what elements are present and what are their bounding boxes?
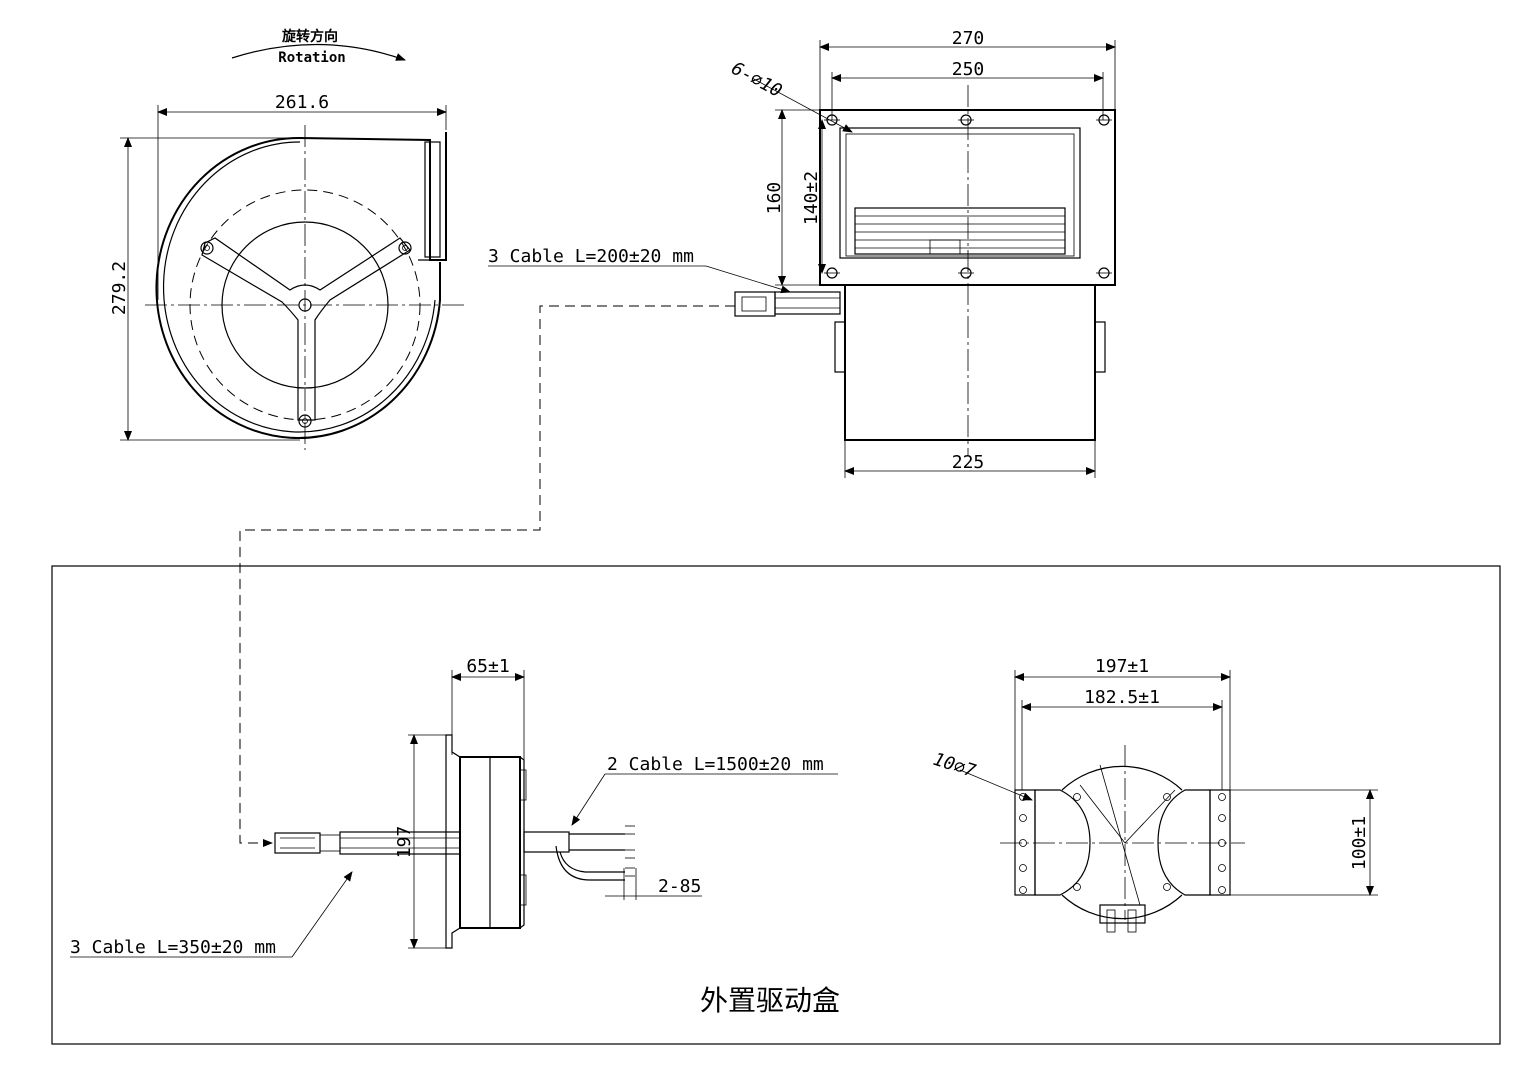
cable-route xyxy=(239,305,735,847)
note-flange-holes: 6-⌀10 xyxy=(728,58,786,102)
dim-front-height: 279.2 xyxy=(109,261,130,315)
rotation-label-cn: 旋转方向 xyxy=(281,28,338,45)
dim-front-width: 261.6 xyxy=(275,92,329,113)
note-motor-cable: 3 Cable L=200±20 mm xyxy=(488,246,694,267)
dim-plate-height: 100±1 xyxy=(1349,816,1370,870)
rotation-indicator: 旋转方向 Rotation xyxy=(231,28,406,66)
driver-front-view: 197±1 182.5±1 10⌀7 100±1 xyxy=(930,656,1378,933)
rotation-label-en: Rotation xyxy=(278,50,345,66)
dim-plate-hole-pitch: 182.5±1 xyxy=(1084,687,1160,708)
driver-side-view: 65±1 197 3 Cable L=350±20 mm xyxy=(70,656,838,958)
rotation-arrow-icon xyxy=(231,43,406,61)
side-view: 270 250 6-⌀10 160 140±2 xyxy=(488,28,1116,478)
dim-hole-pitch: 250 xyxy=(952,59,985,80)
dim-housing-width: 225 xyxy=(952,452,985,473)
front-view: 261.6 279.2 xyxy=(109,92,465,450)
dim-outer-width: 270 xyxy=(952,28,985,49)
dim-hole-height: 140±2 xyxy=(801,171,822,225)
dim-box-height: 197 xyxy=(394,826,415,859)
driver-box-caption: 外置驱动盒 xyxy=(700,984,840,1017)
note-plate-holes: 10⌀7 xyxy=(930,749,978,782)
note-power-cable: 2 Cable L=1500±20 mm xyxy=(607,754,824,775)
dim-plate-width: 197±1 xyxy=(1095,656,1149,677)
note-strip-length: 2-85 xyxy=(658,876,701,897)
note-signal-cable: 3 Cable L=350±20 mm xyxy=(70,937,276,958)
dim-flange-height: 160 xyxy=(764,182,785,215)
dim-box-depth: 65±1 xyxy=(466,656,509,677)
driver-box-frame xyxy=(51,565,1501,1045)
